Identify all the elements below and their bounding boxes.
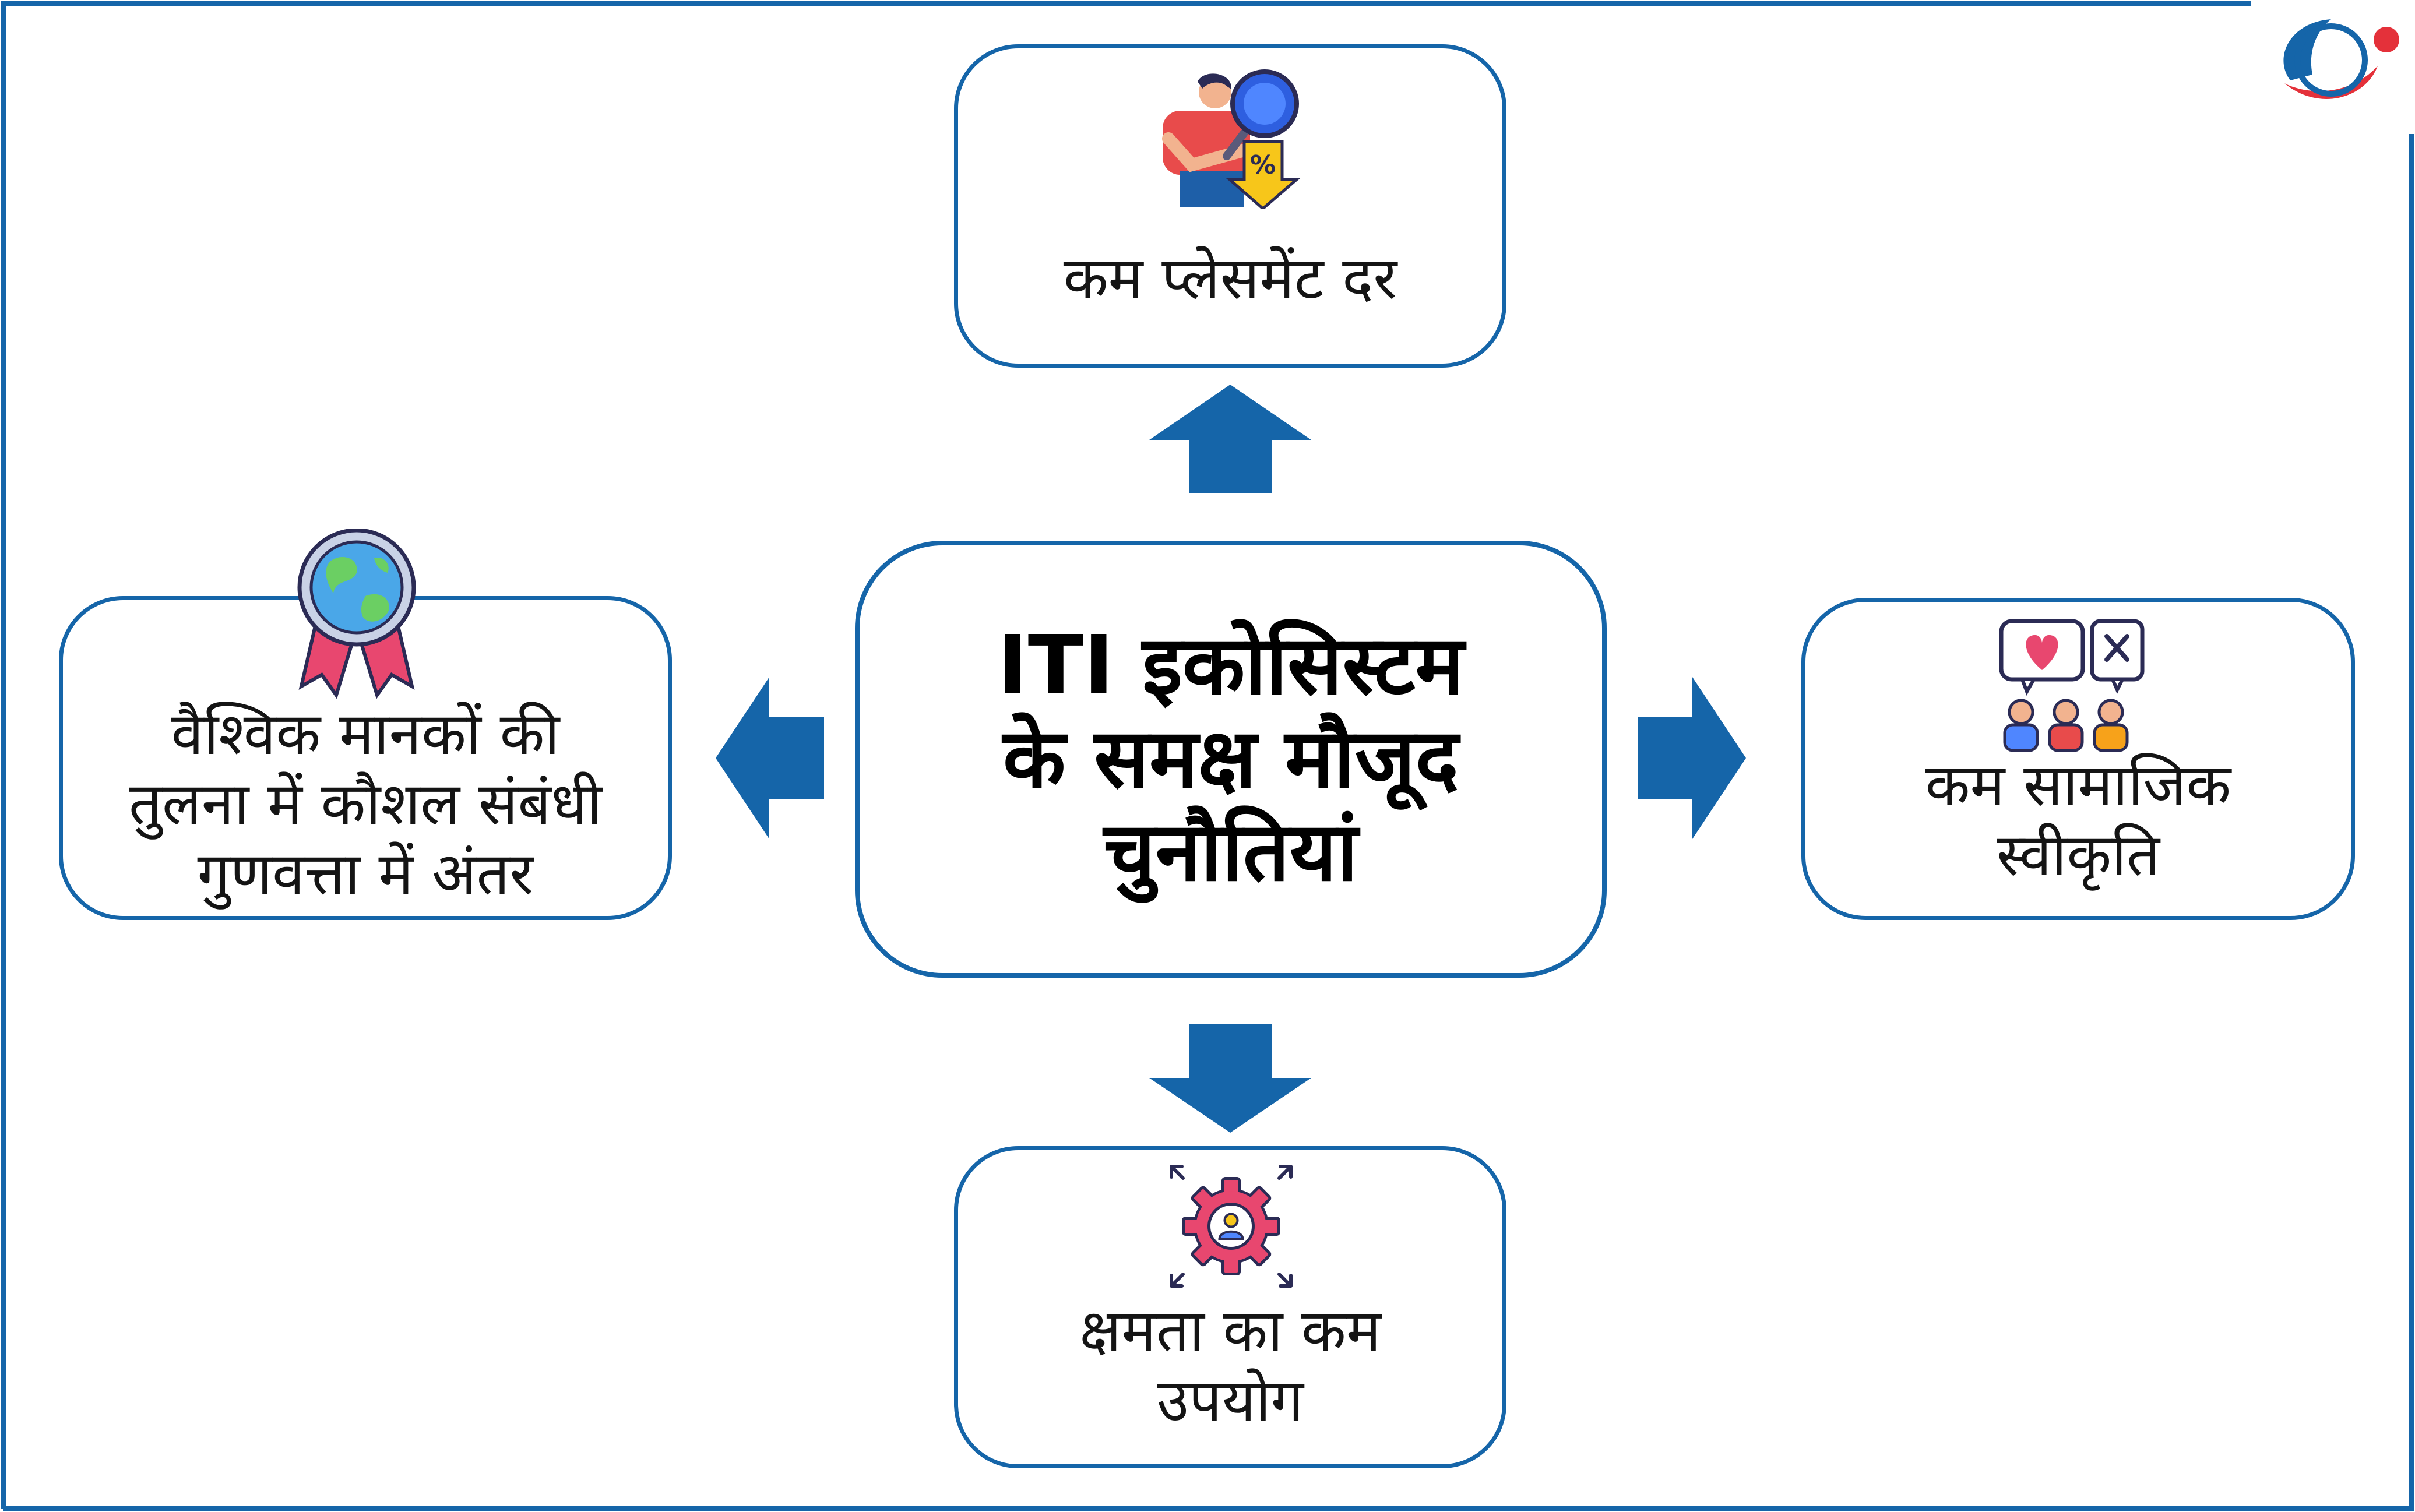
person-magnifier-percent-down-icon: % [1162, 69, 1301, 209]
globe-award-ribbon-icon [297, 529, 416, 699]
svg-text:%: % [1250, 150, 1276, 180]
arrow-right [1638, 677, 1746, 839]
center-challenge-box: ITI इकोसिस्टम के समक्ष मौजूद चुनौतियां [855, 541, 1607, 978]
gear-user-expand-icon [1170, 1165, 1293, 1288]
arrow-left [716, 677, 824, 839]
center-title: ITI इकोसिस्टम के समक्ष मौजूद चुनौतियां [997, 618, 1465, 900]
brand-logo-icon [2283, 19, 2399, 99]
skill-quality-gap-label: वैश्विक मानकों की तुलना में कौशल संबंधी … [129, 700, 602, 908]
low-placement-label: कम प्लेसमेंट दर [1063, 244, 1397, 312]
low-social-acceptance-label: कम सामाजिक स्वीकृति [1925, 751, 2231, 889]
skill-quality-gap-box: वैश्विक मानकों की तुलना में कौशल संबंधी … [59, 596, 672, 920]
arrow-down [1149, 1024, 1311, 1133]
arrow-up [1149, 385, 1311, 493]
low-placement-box: कम प्लेसमेंट दर [954, 44, 1506, 368]
social-feedback-people-icon [1999, 619, 2145, 752]
low-capacity-utilization-label: क्षमता का कम उपयोग [1079, 1296, 1381, 1435]
